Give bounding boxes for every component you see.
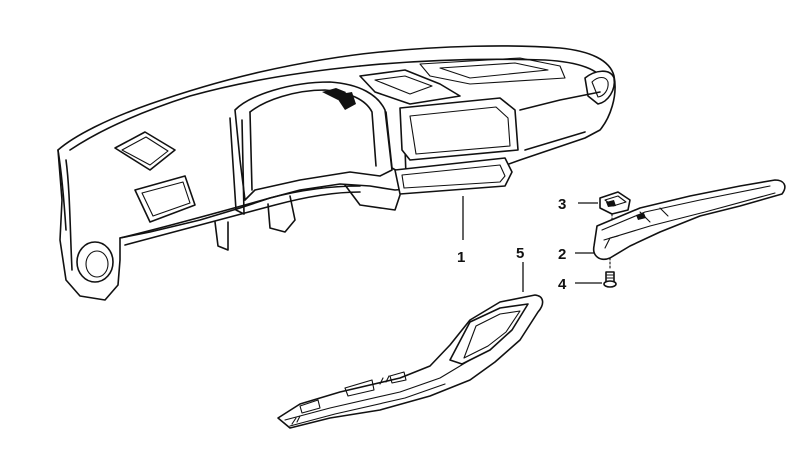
dashboard-part (57, 45, 616, 301)
trim-strip-part (575, 179, 786, 261)
callout-label-4: 4 (558, 276, 567, 293)
clip-nut-part (578, 191, 631, 223)
callout-label-2: 2 (558, 246, 566, 263)
callout-label-3: 3 (558, 196, 566, 213)
screw-part (575, 257, 617, 288)
callout-label-1: 1 (457, 249, 465, 266)
lower-trim-panel-part (277, 262, 544, 429)
callout-label-5: 5 (516, 245, 524, 262)
